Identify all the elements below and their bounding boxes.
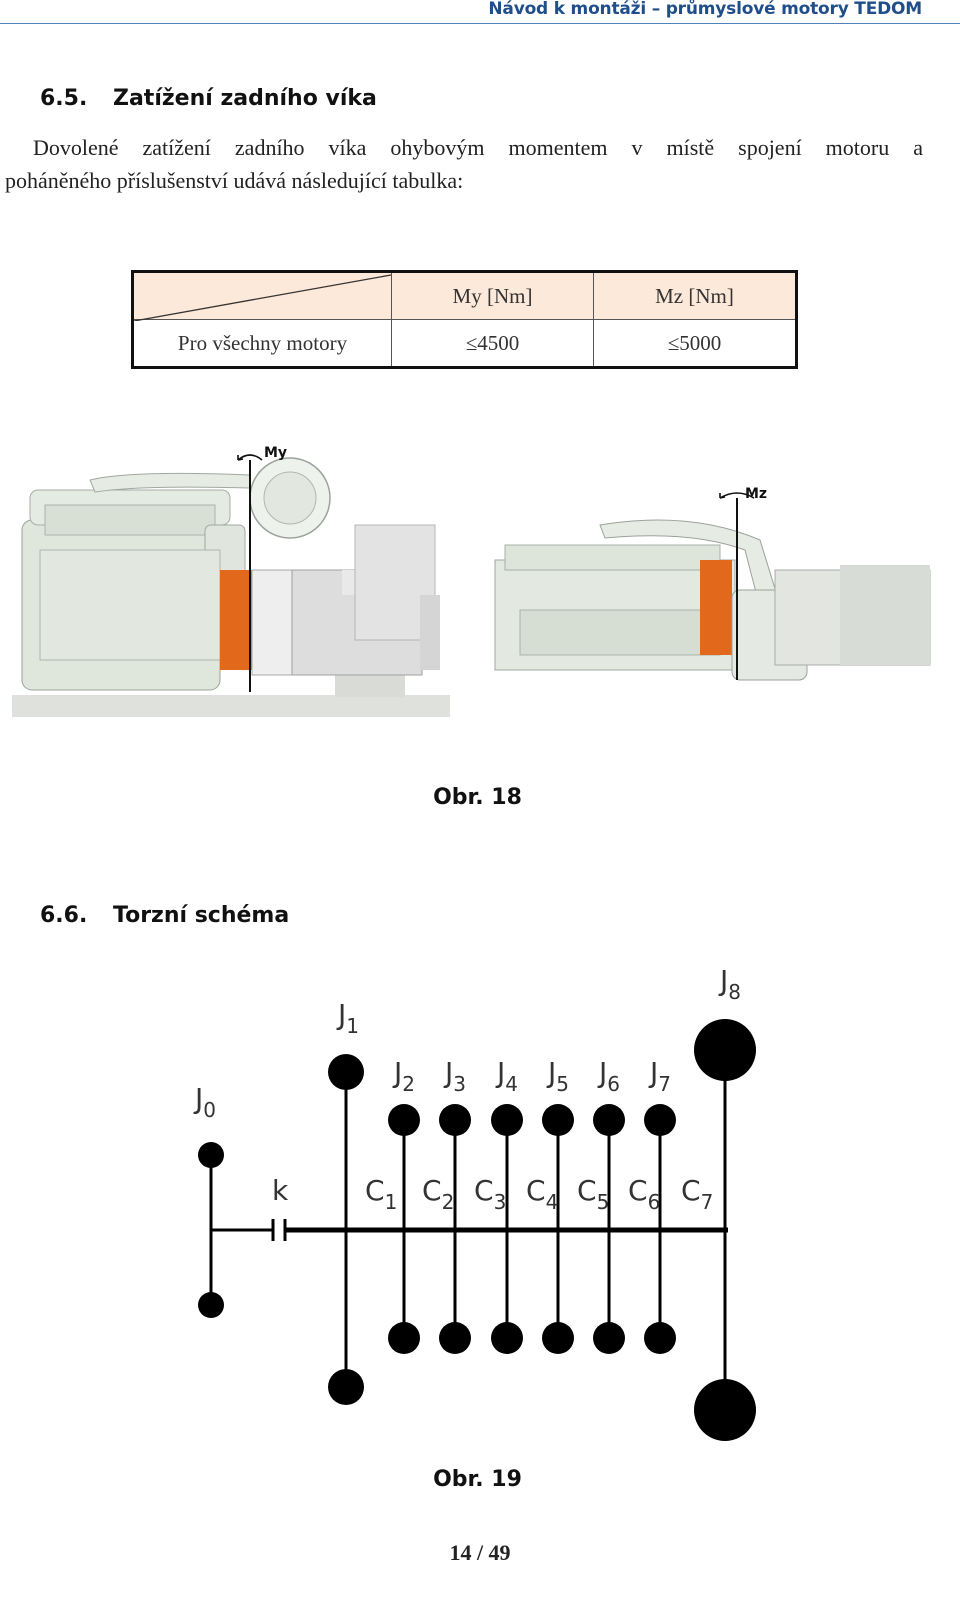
j0-mass-top [198, 1142, 224, 1168]
paragraph-line-1: Dovolené zatížení zadního víka ohybovým … [33, 135, 923, 160]
diagonal-line [134, 274, 391, 321]
j5-mass-top [542, 1104, 574, 1136]
label-c2: C2 [422, 1174, 454, 1214]
j8-mass-top [694, 1019, 756, 1081]
j1-mass-top [328, 1054, 364, 1090]
section-6-5-paragraph: Dovolené zatížení zadního víka ohybovým … [5, 131, 923, 197]
section-6-6-number: 6.6. [40, 903, 88, 928]
label-c3: C3 [474, 1174, 506, 1214]
j2-mass-bottom [388, 1322, 420, 1354]
j1-mass-bottom [328, 1369, 364, 1405]
header-mz: Mz [Nm] [593, 271, 797, 320]
label-j8: J8 [718, 964, 741, 1004]
engine-illustration-figure: My Mz [12, 445, 931, 717]
moment-mz-label: Mz [745, 486, 767, 502]
label-j2: J2 [392, 1056, 415, 1096]
label-c7: C7 [681, 1174, 713, 1214]
j7-mass-top [644, 1104, 676, 1136]
header-rule [0, 23, 960, 24]
document-header-title: Návod k montáži – průmyslové motory TEDO… [488, 0, 922, 19]
load-table: My [Nm] Mz [Nm] Pro všechny motory ≤4500… [131, 270, 798, 369]
load-table-header-row: My [Nm] Mz [Nm] [132, 271, 797, 321]
j2-mass-top [388, 1104, 420, 1136]
row-mz-value: ≤5000 [593, 319, 797, 368]
table-row: Pro všechny motory ≤4500 ≤5000 [132, 319, 797, 368]
label-c5: C5 [577, 1174, 609, 1214]
label-c1: C1 [365, 1174, 397, 1214]
j4-mass-bottom [491, 1322, 523, 1354]
label-c4: C4 [526, 1174, 558, 1214]
j4-mass-top [491, 1104, 523, 1136]
page-number: 14 / 49 [449, 1540, 511, 1565]
right-engine-illustration: Mz [494, 486, 931, 681]
j5-mass-bottom [542, 1322, 574, 1354]
j8-mass-bottom [694, 1379, 756, 1441]
row-my-value: ≤4500 [391, 319, 594, 368]
table-corner-cell [132, 271, 392, 321]
label-j1: J1 [336, 998, 359, 1038]
figure-18-caption: Obr. 18 [433, 785, 522, 810]
section-6-6-title: Torzní schéma [113, 903, 290, 928]
label-j7: J7 [648, 1056, 671, 1096]
j3-mass-bottom [439, 1322, 471, 1354]
j6-mass-top [593, 1104, 625, 1136]
figure-19-caption: Obr. 19 [433, 1467, 522, 1492]
section-6-5-number: 6.5. [40, 86, 88, 111]
label-j3: J3 [443, 1056, 466, 1096]
label-j6: J6 [597, 1056, 620, 1096]
row-label: Pro všechny motory [132, 319, 392, 368]
paragraph-line-2: poháněného příslušenství udává následují… [5, 168, 464, 193]
section-6-5-title: Zatížení zadního víka [113, 86, 377, 111]
label-j4: J4 [495, 1056, 518, 1096]
j6-mass-bottom [593, 1322, 625, 1354]
j0-mass-bottom [198, 1292, 224, 1318]
left-engine-illustration: My [12, 445, 450, 717]
header-my: My [Nm] [391, 271, 594, 320]
label-c6: C6 [628, 1174, 660, 1214]
j7-mass-bottom [644, 1322, 676, 1354]
label-j0: J0 [193, 1082, 216, 1122]
j3-mass-top [439, 1104, 471, 1136]
label-j5: J5 [546, 1056, 569, 1096]
label-k: k [272, 1174, 289, 1207]
moment-my-label: My [264, 445, 287, 461]
